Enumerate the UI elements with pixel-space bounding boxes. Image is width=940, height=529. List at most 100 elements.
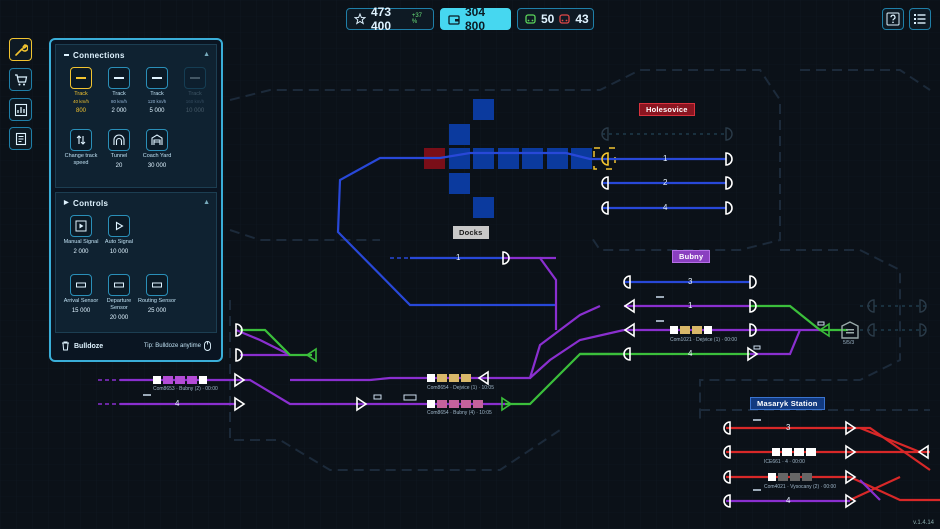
train-label: Com4021 · Vysocany (2) · 00:00 <box>764 484 837 490</box>
auto-signal-tool[interactable]: Auto Signal 10 000 <box>100 215 138 256</box>
menu-button[interactable] <box>909 8 931 30</box>
auto-signal-icon <box>623 298 635 314</box>
money-value: 304 800 <box>465 5 486 33</box>
money-counter[interactable]: 304 800 <box>440 5 511 33</box>
sensor-icon <box>373 394 382 400</box>
departure-sensor-tool[interactable]: Departure Sensor 20 000 <box>100 274 138 322</box>
shop-button[interactable] <box>9 68 32 91</box>
train[interactable] <box>153 376 207 384</box>
signal-icon <box>749 275 757 289</box>
depot-counter: 5/5/3 <box>843 340 855 346</box>
train-label: ICE661 · 4 · 00:00 <box>764 459 805 465</box>
tunnel-icon <box>108 129 130 151</box>
station-label-masaryk[interactable]: Masaryk Station <box>750 397 825 410</box>
trains-ok-value: 50 <box>541 12 555 26</box>
bulldoze-button[interactable]: Bulldoze <box>74 342 104 350</box>
controls-section: ▶Controls ▲ Manual Signal 2 000 Auto Sig… <box>55 192 217 333</box>
auto-signal-icon <box>623 322 635 338</box>
track-number: 4 <box>663 203 668 212</box>
star-icon <box>354 13 366 25</box>
wrench-icon <box>14 43 28 57</box>
book-icon <box>14 132 28 146</box>
signal-icon <box>725 176 733 190</box>
stars-value: 473 400 <box>371 5 392 33</box>
collapse-chevron-icon[interactable]: ▲ <box>203 51 210 58</box>
track-number: 1 <box>456 253 461 262</box>
signal-icon <box>749 323 757 337</box>
departure-sensor-icon <box>108 274 130 296</box>
auto-signal-icon <box>501 396 513 412</box>
track-number: 1 <box>688 301 693 310</box>
train-bad-icon <box>559 13 571 25</box>
station-label-docks[interactable]: Docks <box>453 226 489 239</box>
version-label: v.1.4.14 <box>913 520 934 526</box>
auto-signal-icon <box>747 346 759 362</box>
station-label-bubny[interactable]: Bubny <box>672 250 711 263</box>
manual-signal-tool[interactable]: Manual Signal 2 000 <box>62 215 100 256</box>
trains[interactable] <box>153 326 816 481</box>
signal-icon <box>601 152 609 166</box>
train[interactable] <box>427 374 471 382</box>
help-icon <box>886 12 900 26</box>
arrival-sensor-tool[interactable]: Arrival Sensor 15 000 <box>62 274 100 315</box>
auto-signal-icon <box>845 493 857 509</box>
track-number: 4 <box>688 349 693 358</box>
train-status-counter[interactable]: 50 43 <box>517 8 594 30</box>
auto-signal-icon <box>305 347 317 363</box>
train[interactable] <box>768 473 812 481</box>
auto-signal-icon <box>845 420 857 436</box>
track-number: 4 <box>786 496 791 505</box>
guide-button[interactable] <box>9 127 32 150</box>
wallet-icon <box>448 14 460 25</box>
auto-signal-icon <box>234 396 246 412</box>
track-160-tool[interactable]: Track 160 km/h 10 000 <box>176 67 214 115</box>
track-120-tool[interactable]: Track 120 km/h 5 000 <box>138 67 176 115</box>
blue-tracks <box>336 151 750 307</box>
track-number: 3 <box>688 277 693 286</box>
stats-button[interactable] <box>9 98 32 121</box>
green-tracks <box>240 304 848 406</box>
red-tracks <box>726 426 940 502</box>
coach-yard-tool[interactable]: Coach Yard 30 000 <box>138 129 176 170</box>
collapse-chevron-icon[interactable]: ▲ <box>203 199 210 206</box>
panel-footer: Bulldoze Tip: Bulldoze anytime <box>55 336 217 356</box>
tunnel-tool[interactable]: Tunnel 20 <box>100 129 138 170</box>
train[interactable] <box>772 448 816 456</box>
track-number: 3 <box>786 423 791 432</box>
change-speed-tool[interactable]: Change track speed <box>62 129 100 167</box>
routing-sensor-tool[interactable]: Routing Sensor 25 000 <box>138 274 176 315</box>
auto-signal-icon <box>477 370 489 386</box>
signal-icon <box>601 176 609 190</box>
trains-bad-value: 43 <box>575 12 589 26</box>
station-label-holesovice[interactable]: Holesovice <box>639 103 695 116</box>
auto-signal-icon <box>845 469 857 485</box>
signal-icon <box>723 421 731 435</box>
train-ok-icon <box>525 13 536 25</box>
swap-arrows-icon <box>70 129 92 151</box>
auto-signal-icon <box>845 444 857 460</box>
signal-icon <box>725 152 733 166</box>
train[interactable] <box>670 326 712 334</box>
routing-sensor-icon <box>146 274 168 296</box>
stats-icon <box>14 103 28 117</box>
region-outlines <box>229 69 931 471</box>
auto-signal-icon <box>234 372 246 388</box>
signal-icon <box>502 251 510 265</box>
trash-icon[interactable] <box>61 341 70 351</box>
signal-icon <box>723 494 731 508</box>
track-40-tool[interactable]: Track 40 km/h 800 <box>62 67 100 115</box>
help-button[interactable] <box>882 8 904 30</box>
controls-title[interactable]: ▶Controls <box>64 199 109 208</box>
coach-yard-icon[interactable] <box>841 321 859 339</box>
train-label: Com8653 · Bubny (2) · 00:00 <box>153 386 218 392</box>
track-number: 4 <box>175 399 180 408</box>
garage-icon <box>146 129 168 151</box>
stars-change: +37 % <box>411 13 422 25</box>
stars-counter[interactable]: 473 400 +37 % <box>346 5 434 33</box>
track-80-tool[interactable]: Track 80 km/h 2 000 <box>100 67 138 115</box>
signal-icon <box>235 348 243 362</box>
auto-signal-icon <box>108 215 130 237</box>
connections-title[interactable]: Connections <box>64 51 125 60</box>
build-tools-button[interactable] <box>9 38 32 61</box>
train[interactable] <box>427 400 483 408</box>
